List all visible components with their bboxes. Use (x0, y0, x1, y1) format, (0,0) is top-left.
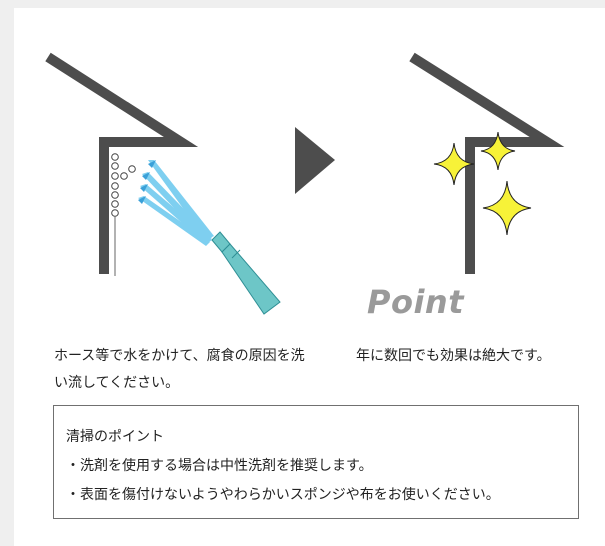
after-caption: 年に数回でも効果は絶大です。 (356, 348, 551, 364)
tip-item: ・表面を傷付けないようやわらかいスポンジや布をお使いください。 (66, 487, 500, 503)
before-scene (45, 52, 281, 315)
hose-icon (211, 231, 281, 315)
cleaning-tips-box: 清掃のポイント ・洗剤を使用する場合は中性洗剤を推奨します。 ・表面を傷付けない… (53, 405, 579, 519)
tips-title: 清掃のポイント (66, 429, 164, 445)
water-spray-icon (138, 160, 214, 246)
right-triangle-arrow-icon (295, 127, 335, 194)
sparkle-icon (433, 131, 532, 236)
before-caption: ホース等で水をかけて、腐食の原因を洗い流してください。 (54, 348, 305, 391)
dirt-droplets (111, 153, 136, 276)
after-scene (409, 52, 565, 274)
point-label: Point (367, 283, 464, 321)
tip-item: ・洗剤を使用する場合は中性洗剤を推奨します。 (66, 458, 373, 474)
after-wall (409, 52, 565, 274)
before-wall (45, 52, 199, 274)
